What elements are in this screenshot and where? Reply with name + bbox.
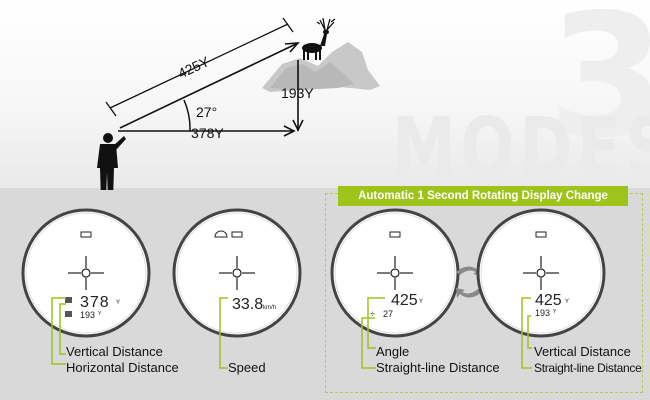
mode3-angle-label: Angle (376, 344, 410, 359)
label-brackets (51, 297, 532, 369)
mode1-horizontal-label: Horizontal Distance (66, 360, 179, 375)
svg-text:km/h: km/h (263, 305, 276, 311)
display-2-line1: 33.8 (232, 296, 263, 313)
person-icon (97, 133, 126, 190)
deer-icon (302, 17, 336, 60)
mode4-straight-label: Straight-line Distance (534, 361, 642, 375)
display-4-line2: 193 (535, 308, 550, 318)
display-1-line1: 378 (80, 294, 110, 311)
display-3: 425 Y ÷ 27 (330, 208, 460, 338)
straight-line-value: 425Y (175, 53, 212, 82)
svg-text:Y: Y (98, 311, 102, 317)
mode2-speed-label: Speed (228, 360, 266, 375)
title-word: MODES (392, 101, 650, 196)
measurement-scene: 425Y 378Y 193Y 27° (97, 17, 380, 190)
display-4-line1: 425 (535, 292, 562, 309)
display-4: 425 Y 193 Y (476, 208, 606, 338)
display-1: 378 Y 193 Y (21, 208, 151, 338)
mode4-vertical-label: Vertical Distance (534, 344, 631, 359)
vertical-value: 193Y (281, 85, 314, 101)
title-number: 3 (548, 0, 650, 176)
svg-text:Y: Y (116, 300, 120, 306)
display-3-line1: 425 (391, 292, 418, 309)
display-2: 33.8 km/h (172, 208, 302, 338)
display-circles: 378 Y 193 Y 33.8 km/h 425 Y ÷ 27 425 Y 1… (21, 208, 606, 369)
display-3-line2: 27 (383, 309, 393, 319)
mode3-straight-label: Straight-line Distance (376, 360, 500, 375)
svg-text:Y: Y (419, 299, 423, 305)
angle-value: 27° (196, 104, 217, 120)
svg-text:Y: Y (565, 299, 569, 305)
svg-text:Y: Y (553, 309, 557, 315)
mode1-vertical-label: Vertical Distance (66, 344, 163, 359)
auto-rotate-banner: Automatic 1 Second Rotating Display Chan… (338, 186, 628, 206)
horizontal-value: 378Y (191, 125, 224, 141)
display-1-line2: 193 (80, 310, 95, 320)
angle-icon: ÷ (370, 309, 375, 319)
rotate-arrows-icon (456, 266, 482, 298)
